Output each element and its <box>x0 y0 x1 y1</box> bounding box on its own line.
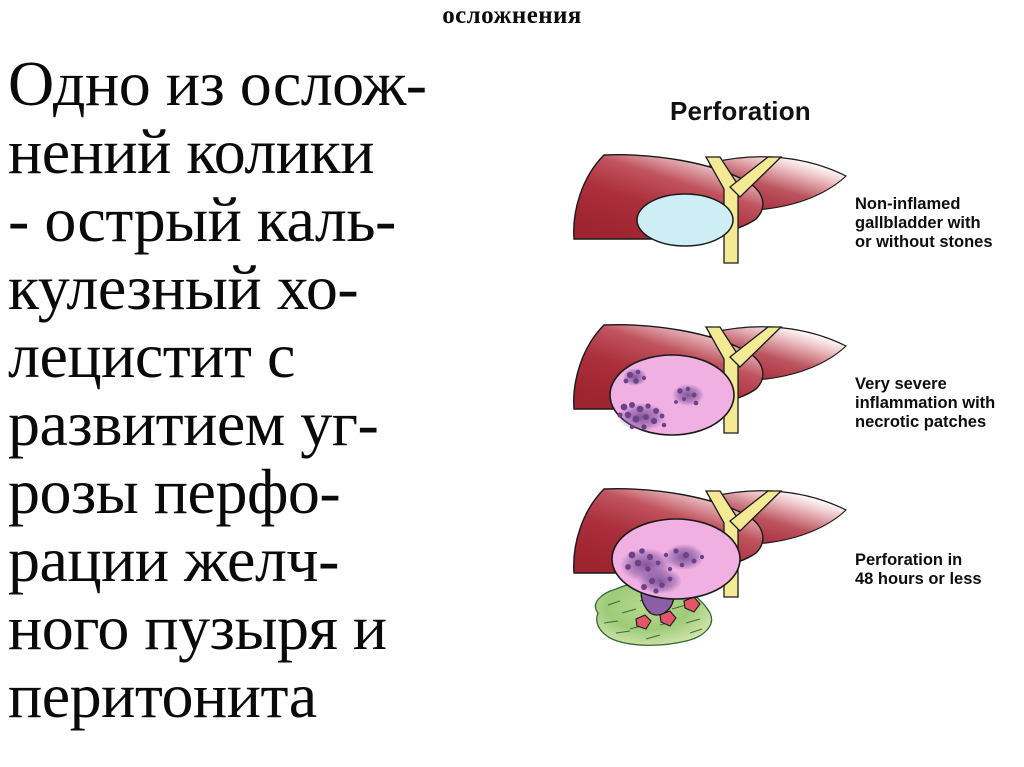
body-text-line: развитием уг- <box>8 388 379 459</box>
figure-title: Perforation <box>670 96 811 126</box>
panel-caption-perforated: Perforation in 48 hours or less <box>855 551 1024 589</box>
caption-line: necrotic patches <box>855 413 987 431</box>
body-text-line: рации желч- <box>8 524 339 595</box>
body-text-line: - острый каль- <box>8 184 396 255</box>
gallbladder-non-inflamed <box>636 193 734 247</box>
diagram-panel-perforated: Perforation in 48 hours or less <box>560 473 1024 663</box>
page-title: осложнения <box>442 2 582 29</box>
caption-line: Non-inflamed <box>855 195 961 213</box>
body-text-line: розы перфо- <box>8 456 341 527</box>
caption-line: gallbladder with <box>855 214 981 232</box>
necrotic-patches <box>617 368 704 431</box>
body-text-block: Одно из ослож- нений колики - острый кал… <box>8 50 628 730</box>
body-text-line: ного пузыря и <box>8 592 387 663</box>
panel-caption-inflamed: Very severe inflammation with necrotic p… <box>855 375 1024 432</box>
diagram-panel-non-inflamed: Non-inflamed gallbladder with or without… <box>560 133 1024 323</box>
caption-line: or without stones <box>855 233 993 251</box>
body-text-line: кулезный хо- <box>8 252 359 323</box>
caption-line: inflammation with <box>855 394 996 412</box>
bile-duct-icon <box>704 156 783 264</box>
caption-line: Perforation in <box>855 551 963 569</box>
body-text-line: лецистит с <box>8 320 295 391</box>
panel-caption-non-inflamed: Non-inflamed gallbladder with or without… <box>855 195 1024 252</box>
perforation-figure: Perforation <box>560 88 1024 760</box>
necrotic-patches <box>620 544 705 594</box>
body-text-line: перитонита <box>8 660 317 731</box>
diagram-panel-inflamed: Very severe inflammation with necrotic p… <box>560 303 1024 493</box>
liver-gallbladder-illustration <box>573 324 848 436</box>
body-text-line: нений колики <box>8 116 374 187</box>
body-text-line: Одно из ослож- <box>8 48 427 119</box>
liver-gallbladder-illustration <box>573 488 848 646</box>
liver-gallbladder-illustration <box>573 154 848 264</box>
caption-line: Very severe <box>855 375 947 393</box>
caption-line: 48 hours or less <box>855 570 982 588</box>
